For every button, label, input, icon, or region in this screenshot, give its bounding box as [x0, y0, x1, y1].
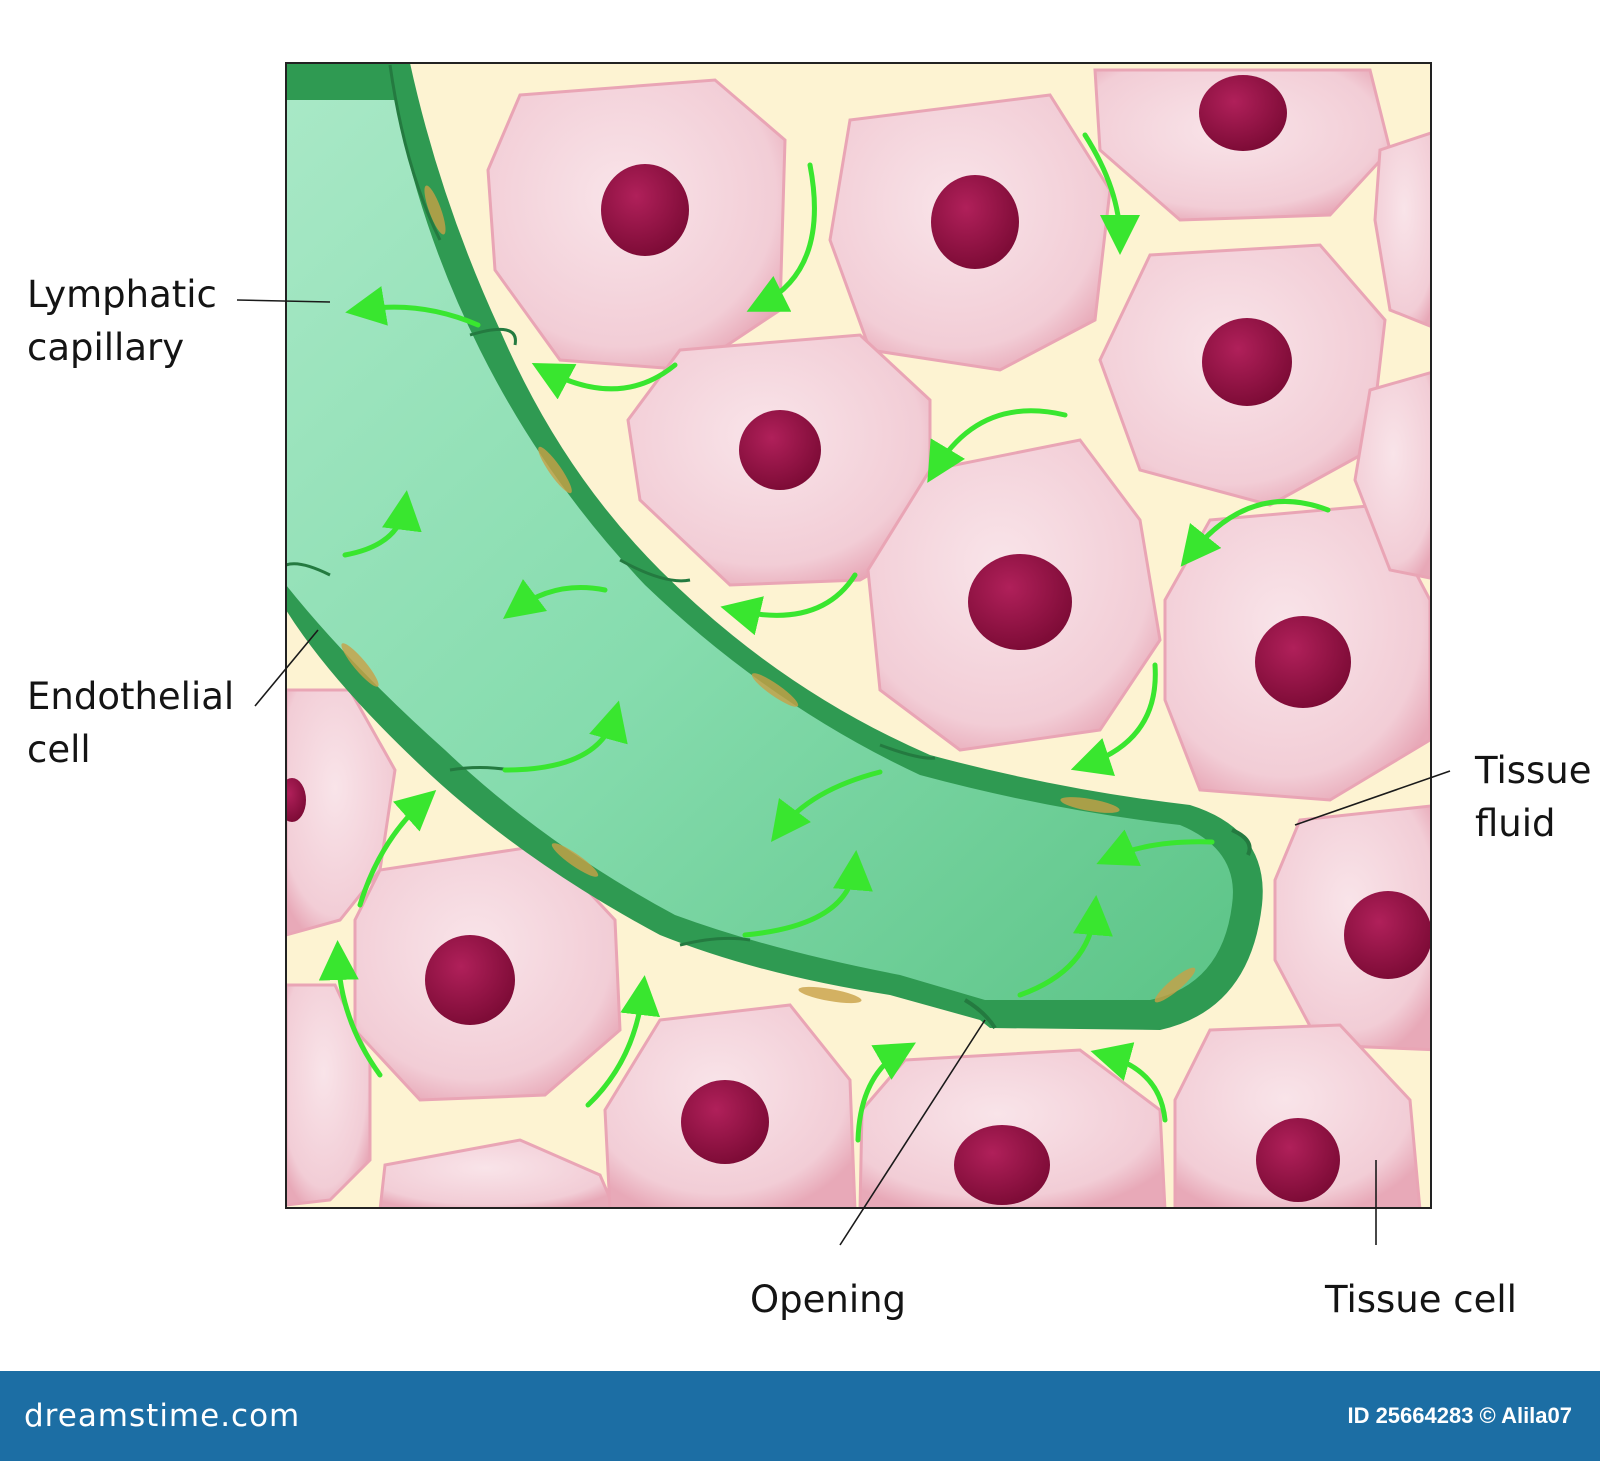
tissue-cell — [286, 983, 372, 1207]
flow-arrow — [1090, 1042, 1168, 1123]
flow-arrow — [742, 850, 873, 938]
flow-arrow — [342, 490, 422, 558]
endothelial-nucleus — [424, 185, 446, 235]
flow-arrow — [1082, 132, 1140, 255]
nucleus — [954, 1125, 1050, 1205]
label-line: capillary — [27, 326, 185, 369]
nucleus — [681, 1080, 769, 1164]
flow-arrow — [357, 790, 437, 908]
label-line: cell — [27, 728, 91, 771]
tissue-cells — [286, 68, 1431, 1208]
footer-bar: dreamstime.com ID 25664283 © Alila07 — [0, 1371, 1600, 1461]
flow-arrow — [1017, 895, 1113, 998]
label-tissue-fluid: Tissue fluid — [1475, 744, 1592, 850]
tissue-cell — [378, 1138, 616, 1208]
endothelial-cell-boundary — [286, 562, 331, 577]
nucleus — [1255, 616, 1351, 708]
opening-notch — [1231, 828, 1252, 856]
label-line: Endothelial — [27, 675, 235, 718]
flow-arrow — [855, 1042, 916, 1143]
endothelial-nucleus — [538, 446, 572, 494]
flow-arrow — [585, 975, 661, 1108]
endothelial-nucleus — [751, 673, 799, 707]
flow-arrow — [345, 286, 481, 328]
endothelial-nucleus — [1060, 797, 1120, 813]
label-endothelial-cell: Endothelial cell — [27, 670, 234, 776]
nucleus — [931, 175, 1019, 269]
nucleus — [1199, 75, 1287, 151]
leader-line-tissue-fluid — [1294, 770, 1451, 826]
flow-arrow — [927, 408, 1068, 483]
flow-arrow — [318, 940, 383, 1078]
nucleus — [1202, 318, 1292, 406]
endothelial-cell-boundary — [388, 64, 442, 241]
endothelial-cell-boundary — [679, 936, 751, 947]
capillary-lumen — [286, 100, 1233, 1000]
label-lymphatic-capillary: Lymphatic capillary — [27, 268, 217, 374]
nucleus — [1344, 891, 1431, 979]
label-line: Lymphatic — [27, 273, 217, 316]
nucleus — [286, 778, 306, 822]
nucleus — [1256, 1118, 1340, 1202]
tissue-cell — [1353, 371, 1431, 580]
footer-credit: ID 25664283 © Alila07 — [1347, 1403, 1572, 1428]
nucleus — [425, 935, 515, 1025]
label-line: Opening — [750, 1278, 907, 1321]
nucleus — [739, 410, 821, 490]
nucleus — [601, 164, 689, 256]
leader-lines — [236, 299, 1451, 1246]
label-tissue-cell: Tissue cell — [1325, 1273, 1517, 1326]
flow-arrow — [531, 362, 678, 400]
leader-line-lymphatic-capillary — [236, 299, 331, 303]
flow-arrow — [720, 572, 858, 636]
leader-line-endothelial-cell — [254, 629, 319, 707]
tissue-cell — [1173, 1023, 1422, 1208]
flow-arrow — [1070, 662, 1158, 777]
endothelial-nucleus — [1154, 967, 1196, 1003]
flow-arrow — [502, 579, 608, 619]
endothelial-cell-boundary — [879, 743, 936, 760]
endothelial-nucleus — [551, 843, 599, 877]
diagram-frame — [285, 62, 1432, 1209]
leader-line-opening — [839, 1019, 986, 1246]
label-line: Tissue cell — [1325, 1278, 1517, 1321]
nucleus — [968, 554, 1072, 650]
endothelial-nucleus — [798, 986, 862, 1004]
opening-notch — [963, 998, 997, 1030]
label-opening: Opening — [750, 1273, 906, 1326]
flow-arrow — [746, 162, 817, 312]
flow-arrows — [318, 132, 1331, 1143]
label-line: fluid — [1475, 802, 1556, 845]
flow-arrow — [1096, 829, 1215, 866]
flow-arrow — [1180, 498, 1331, 567]
label-line: Tissue — [1475, 749, 1592, 792]
endothelial-nucleus — [341, 643, 379, 687]
flow-arrow — [770, 769, 883, 842]
endothelial-cell-boundary — [469, 327, 517, 346]
flow-arrow — [502, 700, 628, 773]
lymphatic-capillary — [286, 63, 1263, 1030]
footer-brand: dreamstime.com — [24, 1398, 301, 1434]
endothelial-cell-boundary — [619, 558, 691, 583]
